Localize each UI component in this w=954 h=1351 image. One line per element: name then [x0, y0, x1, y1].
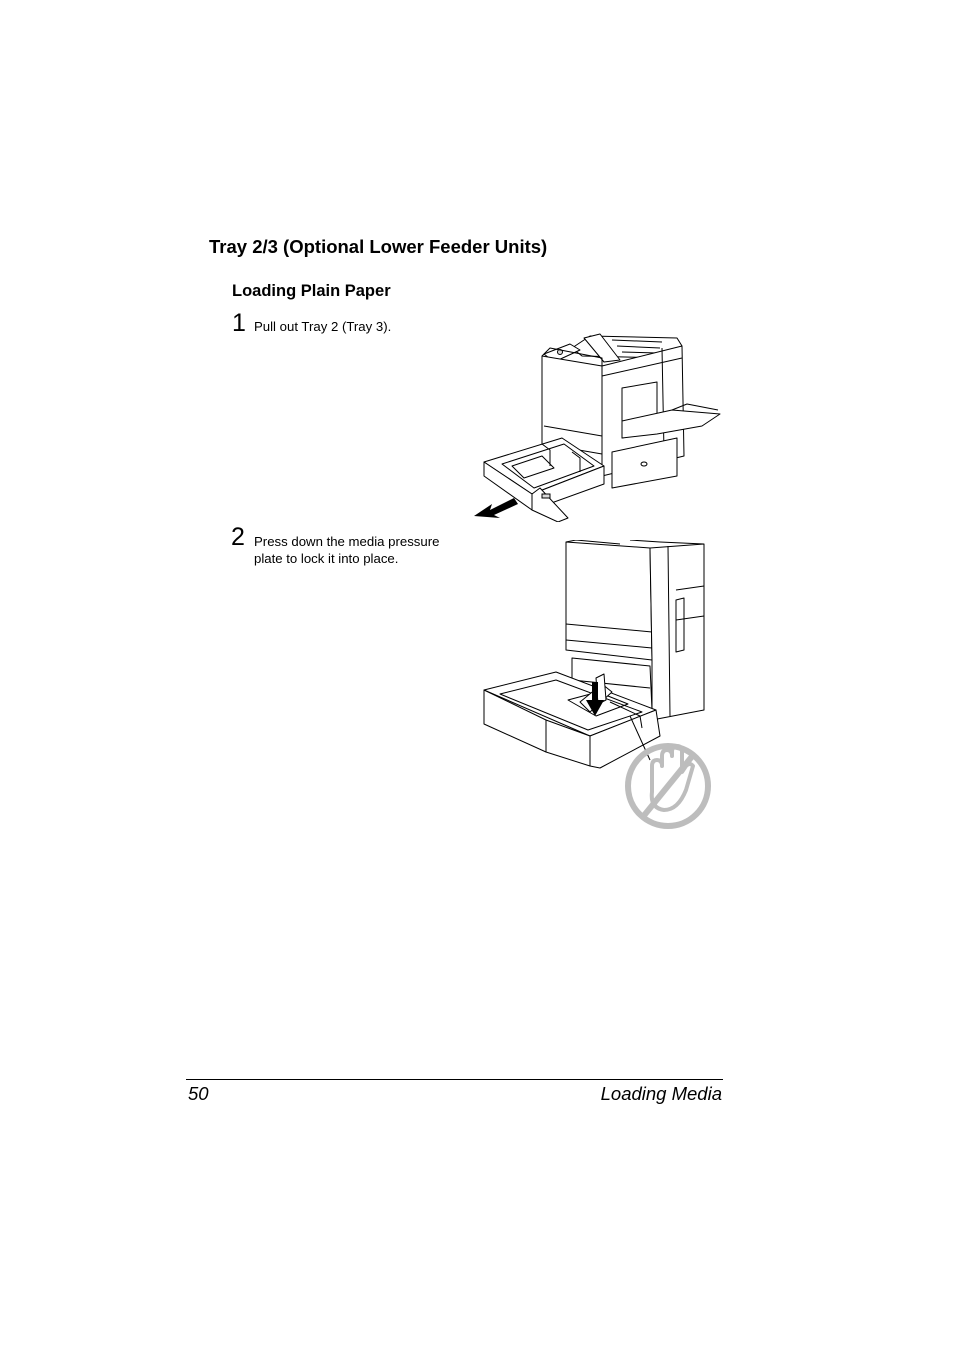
- section-title: Tray 2/3 (Optional Lower Feeder Units): [209, 236, 548, 257]
- do-not-touch-hand-icon: [625, 743, 711, 829]
- step-2-text: Press down the media pressure plate to l…: [254, 534, 440, 566]
- step-1-number: 1: [232, 309, 246, 337]
- page-number: 50: [188, 1083, 209, 1104]
- subsection-title: Loading Plain Paper: [232, 282, 391, 300]
- step-2-number: 2: [231, 523, 245, 551]
- printer-tray-pull-out-illustration: [472, 326, 722, 523]
- chapter-name: Loading Media: [600, 1083, 722, 1104]
- step-1-text: Pull out Tray 2 (Tray 3).: [254, 319, 392, 334]
- footer-rule: [186, 1079, 723, 1080]
- media-pressure-plate-illustration: [480, 539, 716, 832]
